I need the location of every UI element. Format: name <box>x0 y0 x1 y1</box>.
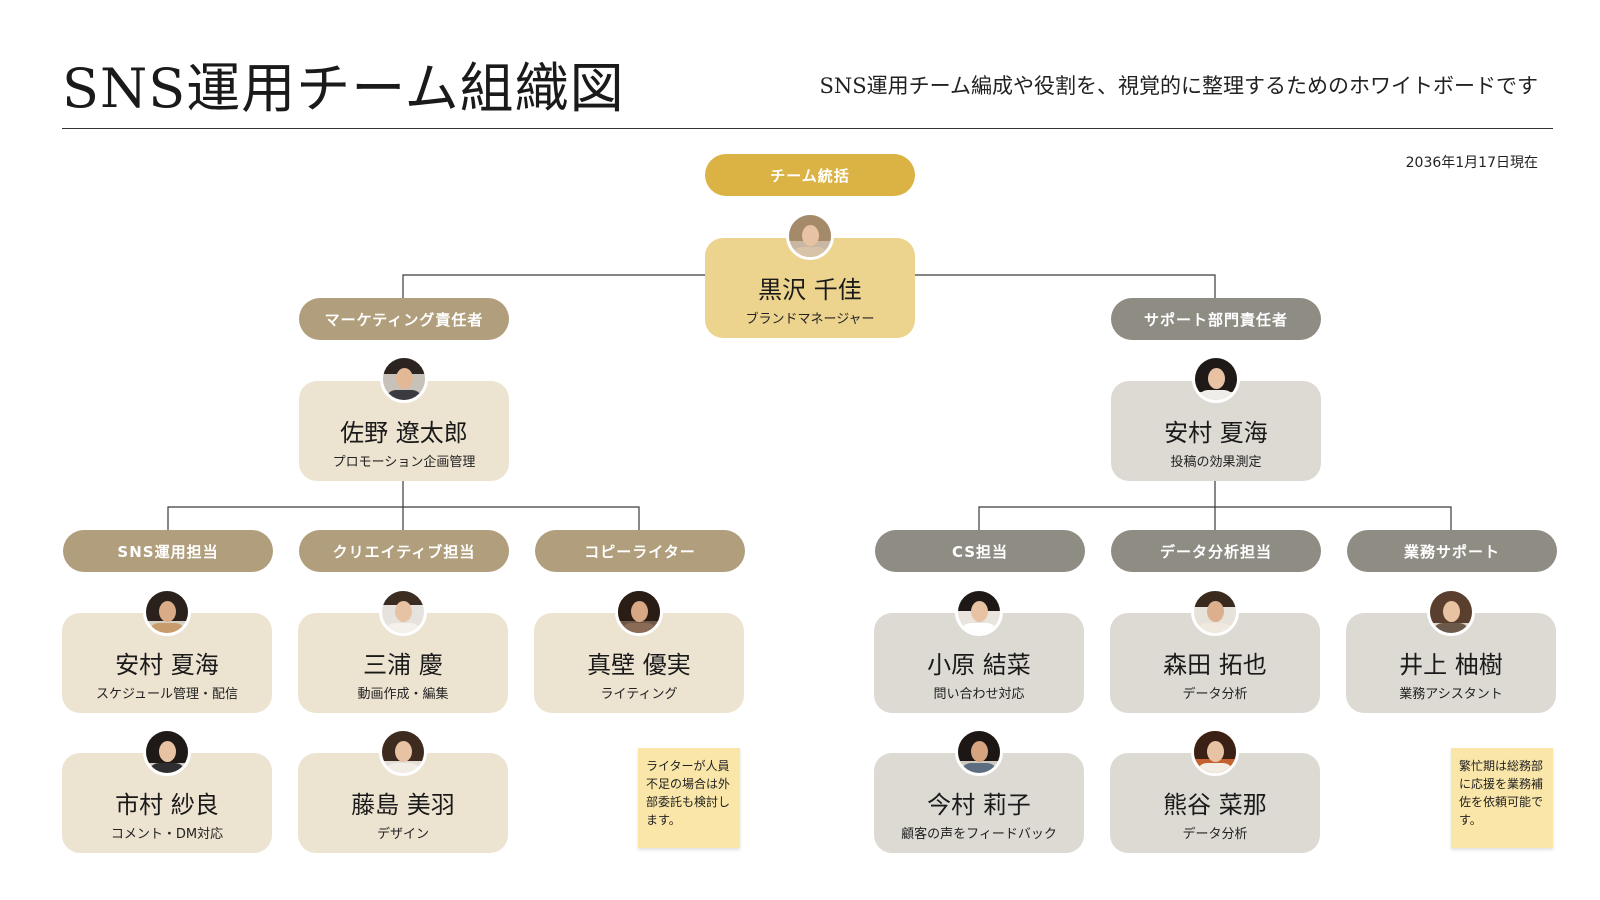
person-role: 動画作成・編集 <box>357 687 449 702</box>
person-name: 市村 紗良 <box>115 791 219 819</box>
avatar <box>615 588 663 636</box>
person-name: 井上 柚樹 <box>1399 651 1503 679</box>
person-name: 小原 結菜 <box>927 651 1031 679</box>
team-pill-data-analysis: データ分析担当 <box>1111 530 1321 572</box>
avatar <box>786 212 834 260</box>
avatar <box>143 588 191 636</box>
role-pill-support-lead: サポート部門責任者 <box>1111 298 1321 340</box>
avatar <box>1191 588 1239 636</box>
page-title: SNS運用チーム組織図 <box>62 57 625 120</box>
team-pill-sns-operations: SNS運用担当 <box>63 530 273 572</box>
avatar <box>1427 588 1475 636</box>
avatar <box>379 728 427 776</box>
person-role: スケジュール管理・配信 <box>95 687 239 702</box>
connector-marketing-teams <box>167 480 640 530</box>
avatar <box>1192 355 1240 403</box>
role-pill-team-lead: チーム統括 <box>705 154 915 196</box>
person-name: 真壁 優実 <box>587 651 691 679</box>
person-name: 三浦 慶 <box>363 651 443 679</box>
avatar <box>380 355 428 403</box>
avatar <box>143 728 191 776</box>
team-pill-customer-support: CS担当 <box>875 530 1085 572</box>
person-name: 佐野 遼太郎 <box>340 419 468 447</box>
avatar <box>955 728 1003 776</box>
person-role: データ分析 <box>1182 687 1248 702</box>
person-role: 投稿の効果測定 <box>1170 455 1262 470</box>
person-name: 安村 夏海 <box>1164 419 1268 447</box>
avatar <box>379 588 427 636</box>
person-role: ブランドマネージャー <box>745 312 875 327</box>
person-role: 顧客の声をフィードバック <box>901 827 1057 842</box>
person-role: 問い合わせ対応 <box>933 687 1025 702</box>
card-leader[interactable]: 黒沢 千佳 ブランドマネージャー <box>705 238 915 338</box>
person-name: 熊谷 菜那 <box>1163 791 1267 819</box>
as-of-date: 2036年1月17日現在 <box>1405 155 1538 171</box>
team-pill-business-support: 業務サポート <box>1347 530 1557 572</box>
team-pill-creative: クリエイティブ担当 <box>299 530 509 572</box>
avatar <box>1191 728 1239 776</box>
connector-support-teams <box>978 480 1452 530</box>
person-name: 黒沢 千佳 <box>758 276 862 304</box>
person-name: 安村 夏海 <box>115 651 219 679</box>
member-card[interactable]: 井上 柚樹 業務アシスタント <box>1346 613 1556 713</box>
sticky-note-copywriter: ライターが人員不足の場合は外部委託も検討します。 <box>638 748 740 848</box>
member-card[interactable]: 小原 結菜 問い合わせ対応 <box>874 613 1084 713</box>
avatar <box>955 588 1003 636</box>
person-name: 森田 拓也 <box>1163 651 1267 679</box>
person-role: コメント・DM対応 <box>110 827 224 842</box>
person-role: データ分析 <box>1182 827 1248 842</box>
person-role: 業務アシスタント <box>1399 687 1503 702</box>
page-subtitle: SNS運用チーム編成や役割を、視覚的に整理するためのホワイトボードです <box>819 74 1538 98</box>
header-divider <box>62 128 1553 129</box>
sticky-note-business-support: 繁忙期は総務部に応援を業務補佐を依頼可能です。 <box>1451 748 1553 848</box>
person-name: 今村 莉子 <box>927 791 1031 819</box>
person-role: デザイン <box>376 827 429 842</box>
team-pill-copywriter: コピーライター <box>535 530 745 572</box>
person-role: プロモーション企画管理 <box>332 455 476 470</box>
person-name: 藤島 美羽 <box>351 791 455 819</box>
person-role: ライティング <box>600 687 678 702</box>
role-pill-marketing-lead: マーケティング責任者 <box>299 298 509 340</box>
